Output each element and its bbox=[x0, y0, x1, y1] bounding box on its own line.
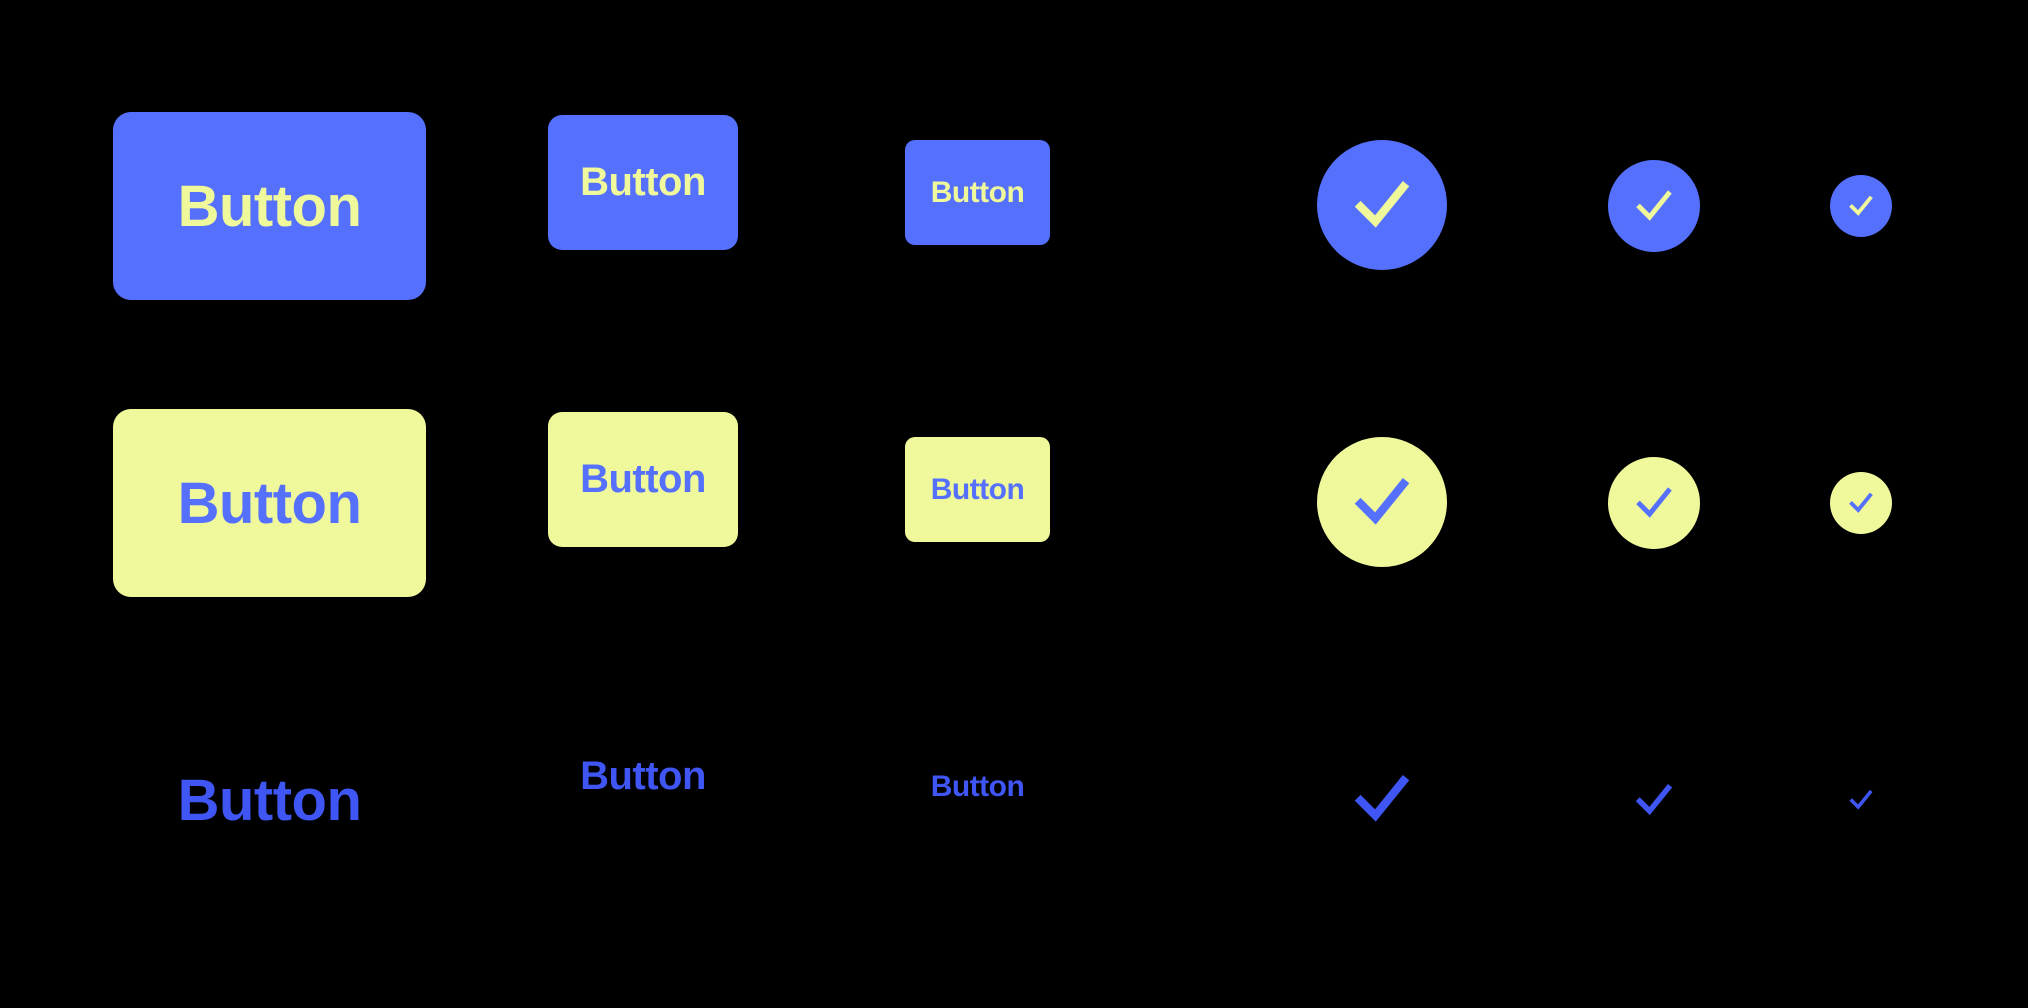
button-secondary-large-cell: Button bbox=[113, 409, 426, 597]
check-icon bbox=[1349, 469, 1415, 535]
button-primary-small[interactable]: Button bbox=[905, 140, 1050, 245]
check-icon bbox=[1632, 778, 1676, 822]
check-icon bbox=[1349, 766, 1415, 832]
button-ghost-small[interactable]: Button bbox=[905, 734, 1050, 839]
button-primary-medium-cell: Button bbox=[548, 115, 738, 250]
check-badge-primary-large-cell bbox=[1317, 140, 1447, 270]
check-badge-ghost-medium[interactable] bbox=[1608, 754, 1700, 846]
check-badge-ghost-large[interactable] bbox=[1317, 734, 1447, 864]
button-secondary-small[interactable]: Button bbox=[905, 437, 1050, 542]
check-badge-secondary-small-cell bbox=[1830, 472, 1892, 534]
check-badge-ghost-small-cell bbox=[1830, 769, 1892, 831]
button-ghost-large-cell: Button bbox=[113, 706, 426, 894]
check-badge-ghost-medium-cell bbox=[1608, 754, 1700, 846]
check-badge-primary-small-cell bbox=[1830, 175, 1892, 237]
check-icon bbox=[1349, 172, 1415, 238]
button-ghost-medium-cell: Button bbox=[548, 709, 738, 844]
button-secondary-medium-cell: Button bbox=[548, 412, 738, 547]
check-badge-secondary-large-cell bbox=[1317, 437, 1447, 567]
check-badge-primary-large[interactable] bbox=[1317, 140, 1447, 270]
button-secondary-large[interactable]: Button bbox=[113, 409, 426, 597]
check-badge-secondary-medium[interactable] bbox=[1608, 457, 1700, 549]
check-badge-primary-medium-cell bbox=[1608, 160, 1700, 252]
button-secondary-small-cell: Button bbox=[905, 437, 1050, 542]
button-primary-large-cell: Button bbox=[113, 112, 426, 300]
button-primary-large[interactable]: Button bbox=[113, 112, 426, 300]
check-badge-ghost-small[interactable] bbox=[1830, 769, 1892, 831]
check-icon bbox=[1847, 192, 1875, 220]
button-primary-medium[interactable]: Button bbox=[548, 115, 738, 250]
check-icon bbox=[1632, 184, 1676, 228]
check-icon bbox=[1847, 786, 1875, 814]
button-ghost-large[interactable]: Button bbox=[113, 706, 426, 894]
check-badge-primary-small[interactable] bbox=[1830, 175, 1892, 237]
check-icon bbox=[1847, 489, 1875, 517]
button-ghost-medium[interactable]: Button bbox=[548, 709, 738, 844]
button-ghost-small-cell: Button bbox=[905, 734, 1050, 839]
check-badge-secondary-large[interactable] bbox=[1317, 437, 1447, 567]
check-icon bbox=[1632, 481, 1676, 525]
check-badge-primary-medium[interactable] bbox=[1608, 160, 1700, 252]
check-badge-secondary-small[interactable] bbox=[1830, 472, 1892, 534]
button-primary-small-cell: Button bbox=[905, 140, 1050, 245]
check-badge-secondary-medium-cell bbox=[1608, 457, 1700, 549]
check-badge-ghost-large-cell bbox=[1317, 734, 1447, 864]
button-secondary-medium[interactable]: Button bbox=[548, 412, 738, 547]
